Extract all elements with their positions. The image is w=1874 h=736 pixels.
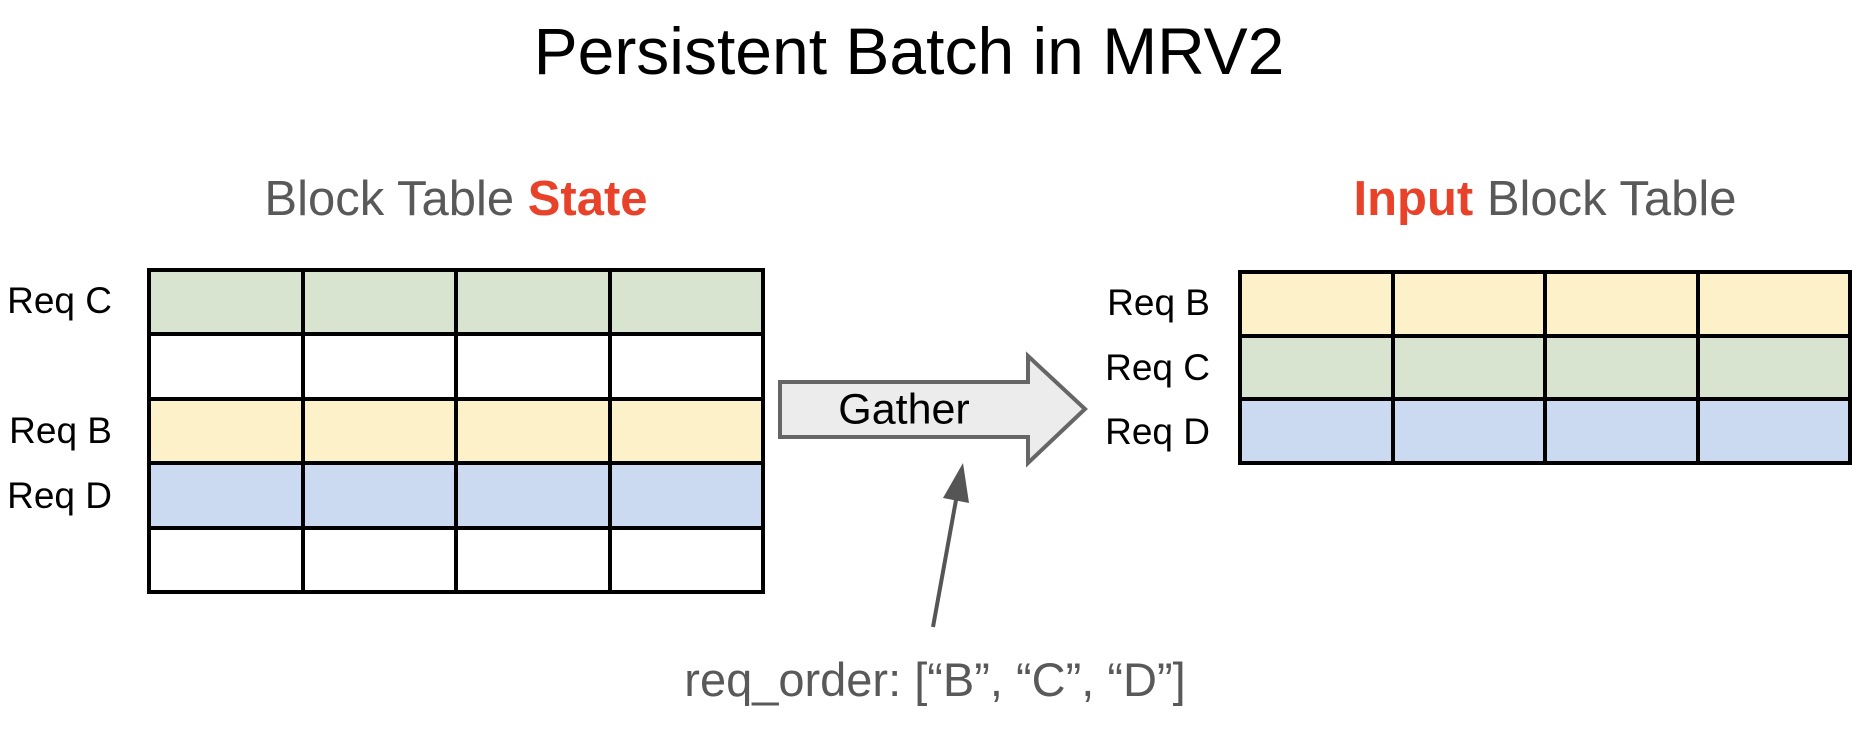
- block-cell-req-c: [304, 272, 454, 333]
- input-row-label-req-d: Req D: [1105, 411, 1210, 452]
- block-cell-req-c: [1394, 337, 1543, 398]
- block-cell-req-b: [1394, 274, 1543, 334]
- block-cell-req-c: [1547, 337, 1696, 398]
- block-cell-req-b: [151, 400, 301, 462]
- input-block-table: [1238, 270, 1852, 465]
- block-cell-empty: [304, 336, 454, 397]
- block-cell-req-d: [1394, 401, 1543, 461]
- input-row-label-req-b: Req B: [1107, 282, 1210, 323]
- block-cell-empty: [611, 529, 761, 590]
- block-cell-req-d: [1547, 401, 1696, 461]
- block-cell-req-c: [611, 272, 761, 333]
- input-table-title-highlight: Input: [1353, 172, 1474, 226]
- state-table-title-highlight: State: [527, 172, 648, 226]
- req-order-pointer-arrowhead-icon: [943, 463, 969, 503]
- req-order-annotation: req_order: [“B”, “C”, “D”]: [684, 653, 1186, 706]
- block-cell-empty: [151, 529, 301, 590]
- input-row-label-req-c: Req C: [1105, 347, 1210, 388]
- block-cell-req-c: [1699, 337, 1848, 398]
- block-cell-empty: [151, 336, 301, 397]
- block-cell-req-d: [1242, 401, 1391, 461]
- state-row-label-req-b: Req B: [9, 410, 112, 451]
- state-table-title-text: Block Table: [264, 172, 528, 226]
- block-cell-req-b: [1699, 274, 1848, 334]
- block-cell-req-b: [1547, 274, 1696, 334]
- block-cell-empty: [304, 529, 454, 590]
- state-table-title: Block Table State: [147, 170, 765, 228]
- state-block-table: [147, 268, 765, 594]
- block-cell-req-c: [458, 272, 608, 333]
- block-cell-req-b: [611, 400, 761, 462]
- state-row-label-req-c: Req C: [7, 280, 112, 321]
- block-cell-req-d: [1699, 401, 1848, 461]
- block-cell-empty: [611, 336, 761, 397]
- block-cell-req-c: [151, 272, 301, 333]
- req-order-pointer-line: [931, 499, 958, 628]
- block-cell-empty: [458, 529, 608, 590]
- block-cell-req-d: [151, 465, 301, 526]
- block-cell-empty: [458, 336, 608, 397]
- block-cell-req-d: [304, 465, 454, 526]
- input-table-title: Input Block Table: [1238, 170, 1852, 228]
- block-cell-req-b: [304, 400, 454, 462]
- block-cell-req-c: [1242, 337, 1391, 398]
- block-cell-req-d: [458, 465, 608, 526]
- slide-title: Persistent Batch in MRV2: [533, 14, 1285, 88]
- gather-label: Gather: [838, 385, 970, 434]
- block-cell-req-d: [611, 465, 761, 526]
- state-row-label-req-d: Req D: [7, 475, 112, 516]
- input-table-title-text: Block Table: [1473, 172, 1737, 226]
- block-cell-req-b: [458, 400, 608, 462]
- block-cell-req-b: [1242, 274, 1391, 334]
